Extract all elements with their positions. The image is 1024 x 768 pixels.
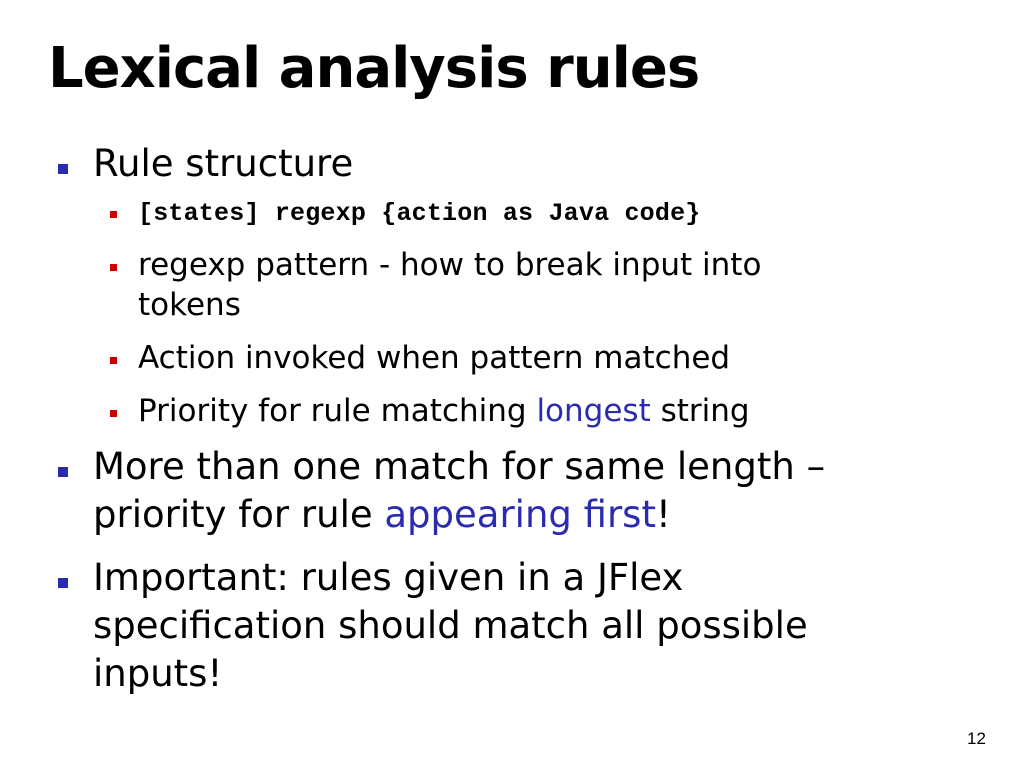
- slide-title: Lexical analysis rules: [48, 36, 700, 101]
- sub-bullet-text: Action invoked when pattern matched: [138, 340, 731, 376]
- page-number: 12: [967, 729, 986, 748]
- bullet-text: Rule structure: [93, 142, 354, 185]
- text-segment: Priority for rule matching: [138, 393, 537, 429]
- sub-bullet-square-icon: [110, 211, 117, 218]
- highlight-appearing-first: appearing first: [384, 493, 656, 536]
- rule-syntax-code: [states] regexp {action as Java code}: [138, 199, 701, 228]
- text-segment: More than one match for same length – pr…: [93, 445, 826, 536]
- bullet-square-icon: [58, 164, 68, 174]
- sub-bullet-square-icon: [110, 410, 117, 417]
- bullet-text: Important: rules given in a JFlex specif…: [93, 556, 808, 695]
- sub-bullet-text: regexp pattern - how to break input into…: [138, 247, 762, 323]
- sub-bullet-square-icon: [110, 264, 117, 271]
- text-segment: string: [650, 393, 750, 429]
- highlight-longest: longest: [536, 393, 651, 429]
- bullet-square-icon: [58, 467, 68, 477]
- sub-bullet-square-icon: [110, 357, 117, 364]
- text-segment: !: [655, 493, 671, 536]
- bullet-square-icon: [58, 578, 68, 588]
- bullet-text: More than one match for same length – pr…: [93, 443, 923, 539]
- sub-bullet-text: Priority for rule matching longest strin…: [138, 391, 958, 431]
